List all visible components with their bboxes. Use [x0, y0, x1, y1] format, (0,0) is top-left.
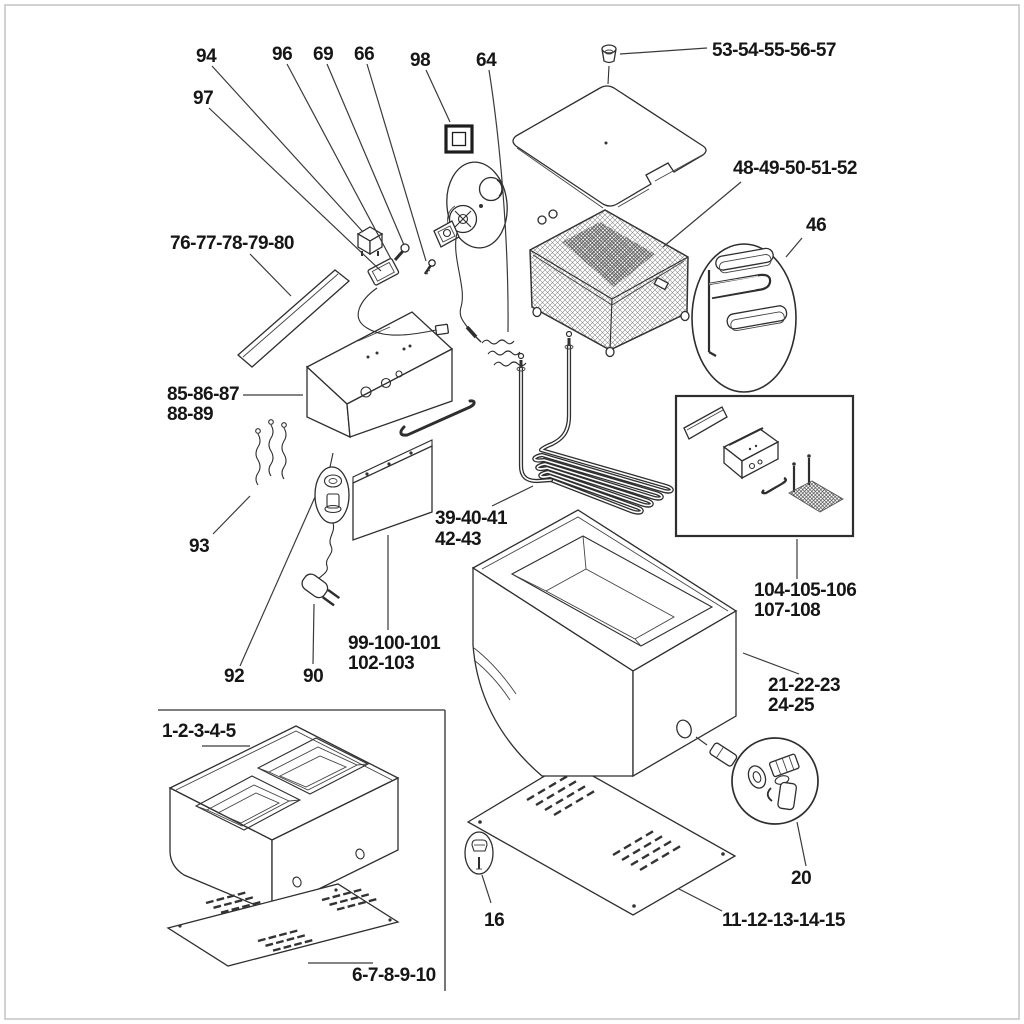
part-label-85-87: 85-86-87 — [167, 384, 239, 405]
base-unit-inset-frame — [158, 709, 446, 991]
controls-cluster — [356, 124, 527, 367]
drain-nipple — [709, 742, 738, 767]
part-label-66: 66 — [354, 44, 374, 65]
bottom-panel-large — [466, 761, 737, 916]
part-label-107-108: 107-108 — [754, 600, 820, 621]
part-labels: 94 97 96 69 66 98 64 53-54-55-56-57 48-4… — [162, 40, 857, 986]
page-border — [4, 4, 1020, 1020]
heating-element — [516, 330, 674, 515]
sensor-wires — [255, 419, 287, 486]
bottom-panel-small — [166, 883, 400, 967]
part-label-104-106: 104-105-106 — [754, 580, 856, 601]
part-label-93: 93 — [189, 536, 209, 557]
part-label-64: 64 — [476, 50, 497, 71]
back-panel — [352, 439, 433, 541]
part-label-6-10: 6-7-8-9-10 — [352, 965, 436, 986]
control-head — [305, 311, 476, 439]
lid — [512, 85, 707, 209]
part-label-46: 46 — [806, 215, 826, 236]
part-label-42-43: 42-43 — [435, 529, 481, 550]
part-label-98: 98 — [410, 50, 430, 71]
mounting-bracket — [433, 220, 460, 248]
part-label-88-89: 88-89 — [167, 404, 213, 425]
capillary-tube — [455, 232, 469, 329]
drain-valve-detail-circle — [731, 737, 819, 825]
part-label-102-103: 102-103 — [348, 653, 414, 674]
basket-handle-detail-circle — [691, 243, 797, 393]
part-label-99-101: 99-100-101 — [348, 633, 441, 654]
fryer-tank — [471, 509, 738, 778]
part-label-48-52: 48-49-50-51-52 — [733, 158, 857, 179]
part-label-1-5: 1-2-3-4-5 — [162, 721, 237, 742]
foot-detail-oval — [464, 831, 494, 875]
part-label-24-25: 24-25 — [768, 695, 815, 716]
part-label-97: 97 — [193, 88, 213, 109]
mounting-panel — [237, 269, 351, 368]
lower-housing — [168, 725, 400, 914]
part-label-96: 96 — [272, 44, 292, 65]
part-label-90: 90 — [303, 666, 323, 687]
wiring-harness — [357, 287, 437, 336]
capillary-clips — [481, 339, 527, 367]
spares-kit-box — [674, 394, 855, 538]
part-label-39-41: 39-40-41 — [435, 508, 508, 529]
safety-thermostat-oval — [314, 452, 350, 524]
part-label-21-23: 21-22-23 — [768, 675, 840, 696]
screw — [423, 259, 436, 275]
insulator-square — [444, 124, 474, 154]
fry-basket — [529, 209, 690, 358]
part-label-53-57: 53-54-55-56-57 — [712, 40, 836, 61]
part-label-69: 69 — [313, 44, 333, 65]
leader-lines — [202, 47, 807, 964]
part-label-20: 20 — [791, 868, 811, 889]
power-cord-plug — [301, 522, 341, 607]
part-label-76-80: 76-77-78-79-80 — [170, 233, 294, 254]
part-label-11-15: 11-12-13-14-15 — [722, 910, 846, 931]
part-label-94: 94 — [196, 46, 217, 67]
part-label-92: 92 — [224, 666, 244, 687]
micro-switch — [367, 243, 410, 286]
part-label-16: 16 — [484, 910, 504, 931]
lid-knob — [601, 44, 617, 85]
